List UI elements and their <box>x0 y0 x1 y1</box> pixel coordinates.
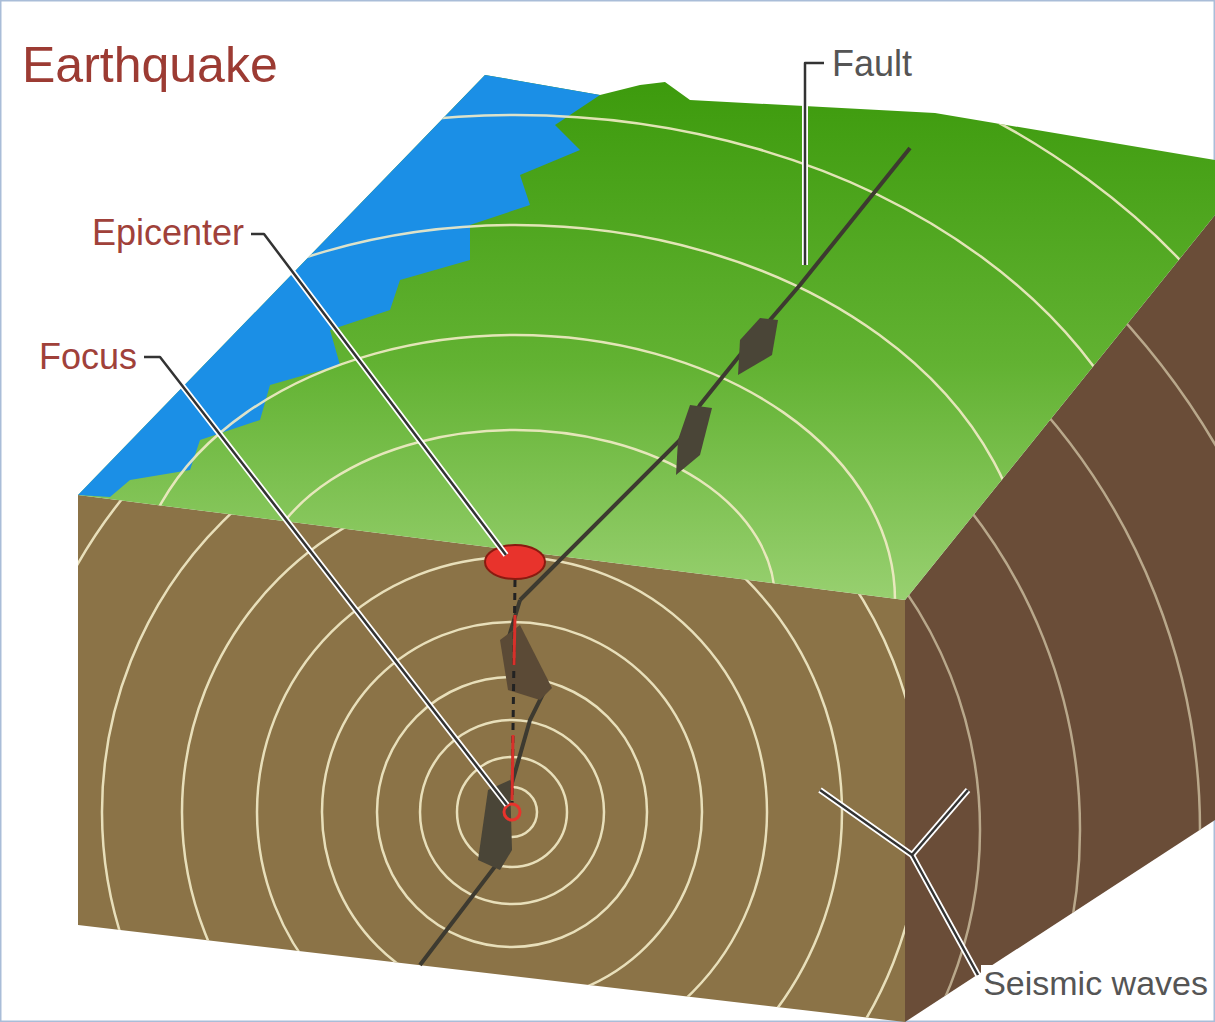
leader-halo <box>820 790 978 975</box>
epicenter-marker <box>485 545 545 579</box>
focus-depth-line <box>512 735 513 800</box>
leader-halo <box>251 234 506 555</box>
seismic-wave <box>12 312 1012 1022</box>
seismic-wave <box>40 310 1080 1022</box>
leader-halo <box>805 63 824 265</box>
seismic-wave <box>0 5 1215 1022</box>
fault-scarp <box>738 318 778 375</box>
seismic-wave <box>0 225 1030 975</box>
seismic-wave <box>257 557 767 1022</box>
fault-plane <box>500 625 552 700</box>
seismic-wave-group <box>0 212 1112 1022</box>
leader-line <box>144 357 507 805</box>
focus-label: Focus <box>39 337 137 377</box>
fault-line <box>520 148 910 600</box>
fault-label: Fault <box>832 44 912 84</box>
seismic-wave-group <box>0 5 1215 1022</box>
seismic-wave <box>135 335 895 865</box>
ground-surface <box>78 75 1215 600</box>
focus-marker <box>504 804 520 820</box>
leader-line <box>820 790 978 975</box>
seismic-wave <box>0 115 1175 1022</box>
focus-depth-line <box>512 580 515 804</box>
fault-scarp <box>676 405 712 475</box>
epicenter-label: Epicenter <box>92 213 244 253</box>
leader-line <box>251 234 506 555</box>
seismic-wave <box>377 677 647 947</box>
seismic-wave <box>0 70 1215 1022</box>
diagram-title: Earthquake <box>22 38 278 93</box>
seismic-wave <box>0 190 1200 1022</box>
water <box>78 75 600 497</box>
seismic-wave <box>102 402 922 1022</box>
seismic-wave <box>182 482 842 1022</box>
seismic-wave <box>140 410 980 1022</box>
leader-halo <box>912 790 968 855</box>
focus-depth-line <box>514 615 515 665</box>
leader-line <box>912 790 968 855</box>
leader-line <box>805 63 824 265</box>
leader-lines <box>144 63 978 975</box>
seismic-wave <box>420 720 604 904</box>
seismic-waves-label: Seismic waves <box>981 965 1210 1002</box>
leader-halo <box>144 357 507 805</box>
seismic-wave-group <box>0 70 1215 1022</box>
seismic-wave <box>322 622 702 1002</box>
seismic-wave <box>0 212 1112 1022</box>
